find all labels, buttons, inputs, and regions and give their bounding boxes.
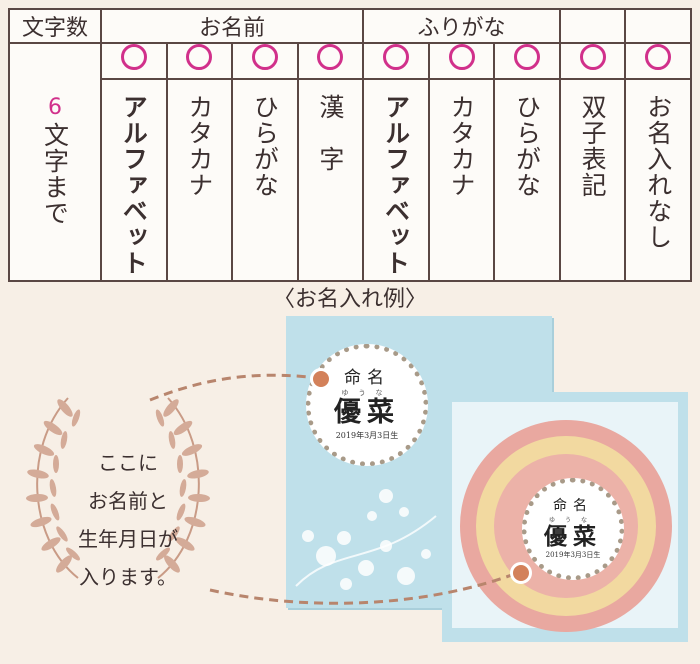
diagonal-header-cell	[558, 8, 627, 44]
callout-dot	[310, 368, 332, 390]
option-katakana-name: カタカナ	[165, 78, 234, 282]
available-mark	[558, 42, 627, 80]
char-limit-cell: 6 文字まで	[8, 42, 102, 282]
name-options-table: 文字数 お名前 ふりがな 6 文字まで アルファベット カタカナ ひらがな 漢 …	[8, 8, 692, 282]
available-mark	[231, 42, 299, 80]
available-mark	[165, 42, 234, 80]
diagonal-header-cell	[624, 8, 692, 44]
example-title: 〈お名入れ例〉	[272, 287, 427, 312]
name-header: お名前	[99, 8, 365, 44]
circle-icon	[382, 44, 409, 70]
circle-icon	[120, 44, 147, 70]
option-katakana-furigana: カタカナ	[427, 78, 496, 282]
option-hiragana-furigana: ひらがな	[493, 78, 561, 282]
available-mark	[362, 42, 430, 80]
available-mark	[624, 42, 692, 80]
name-seal-lid: 命名 ゆうな 優菜 2019年3月3日生	[306, 344, 428, 466]
name-seal-cake: 命名 ゆうな 優菜 2019年3月3日生	[522, 478, 624, 580]
char-limit-text: 文字まで	[40, 121, 70, 226]
option-twins: 双子表記	[558, 78, 627, 282]
char-limit-number: 6	[48, 94, 62, 120]
option-alphabet-furigana: アルファベット	[362, 78, 430, 282]
available-mark	[296, 42, 365, 80]
furigana-header: ふりがな	[362, 8, 561, 44]
option-alphabet-name: アルファベット	[100, 78, 168, 282]
available-mark	[427, 42, 496, 80]
floral-pattern-icon	[295, 489, 437, 590]
laurel-wreath-icon	[26, 397, 211, 579]
circle-icon	[186, 44, 213, 70]
option-kanji-name: 漢 字	[296, 78, 365, 282]
circle-icon	[645, 44, 672, 70]
option-no-name: お名入れなし	[624, 78, 692, 282]
callout-text: ここに お名前と 生年月日が 入ります。	[78, 451, 178, 589]
char-limit-header: 文字数	[8, 8, 102, 44]
option-hiragana-name: ひらがな	[231, 78, 299, 282]
available-mark	[493, 42, 561, 80]
circle-icon	[317, 44, 344, 70]
available-mark	[100, 42, 168, 80]
circle-icon	[448, 44, 475, 70]
circle-icon	[579, 44, 606, 70]
circle-icon	[251, 44, 278, 70]
callout-dot	[510, 562, 532, 584]
circle-icon	[514, 44, 541, 70]
